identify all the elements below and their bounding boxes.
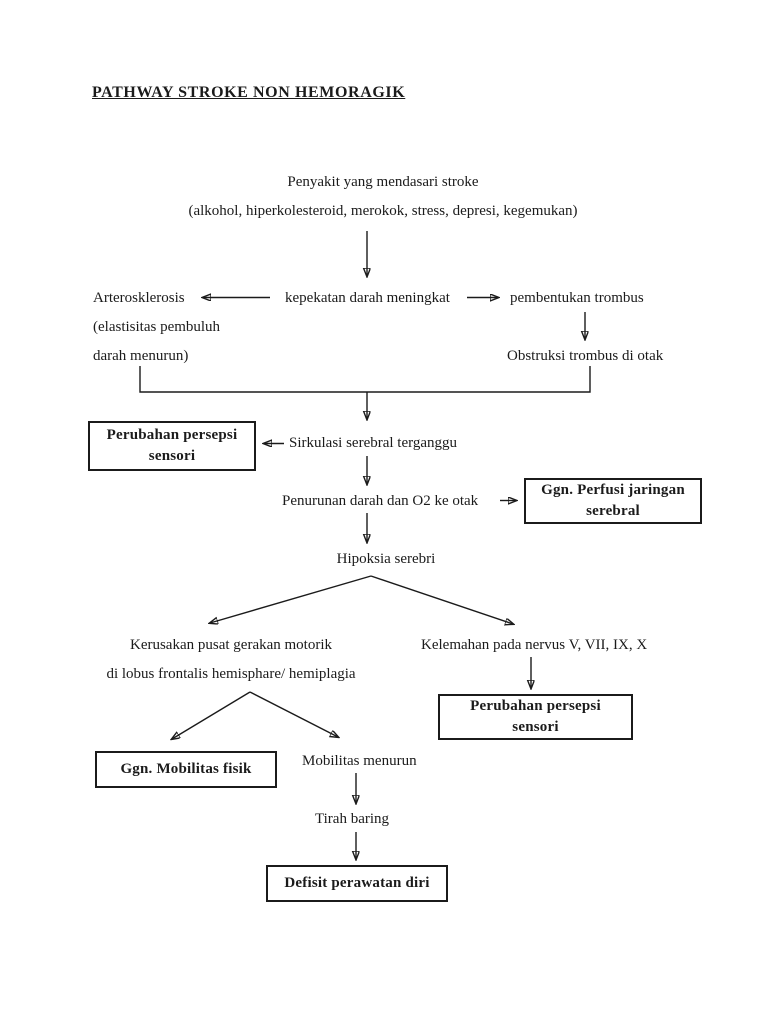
node-kerusakan-line2: di lobus frontalis hemisphare/ hemiplagi… — [106, 666, 356, 682]
node-arterosklerosis: Arterosklerosis (elastisitas pembuluh da… — [93, 284, 220, 371]
dx-box-perubahan-persepsi-2: Perubahan persepsi sensori — [438, 694, 633, 740]
arrow-kerusakan-to-mobilitas-fisik — [172, 691, 251, 739]
node-arterosklerosis-note1: (elastisitas pembuluh — [93, 319, 221, 335]
node-obstruksi-trombus: Obstruksi trombus di otak — [507, 348, 664, 364]
page-title: PATHWAY STROKE NON HEMORAGIK — [92, 84, 406, 101]
node-sirkulasi-terganggu: Sirkulasi serebral terganggu — [289, 435, 458, 451]
arrow-hipoksia-to-kelemahan — [370, 575, 513, 624]
node-kerusakan-motorik: Kerusakan pusat gerakan motorik di lobus… — [90, 631, 372, 689]
arrow-hipoksia-to-kerusakan — [210, 575, 372, 623]
node-arterosklerosis-label: Arterosklerosis — [93, 290, 185, 306]
node-penyakit-mendasari: Penyakit yang mendasari stroke (alkohol,… — [150, 168, 616, 226]
arrow-kerusakan-to-mobilitas-menurun — [249, 691, 338, 737]
node-penyakit-line1: Penyakit yang mendasari stroke — [287, 174, 479, 190]
node-kepekatan-darah: kepekatan darah meningkat — [285, 290, 450, 306]
dx-box-ggn-mobilitas: Ggn. Mobilitas fisik — [95, 751, 277, 788]
dx-box-defisit-perawatan: Defisit perawatan diri — [266, 865, 448, 902]
node-penyakit-line2: (alkohol, hiperkolesteroid, merokok, str… — [188, 203, 578, 219]
dx-box-ggn-perfusi: Ggn. Perfusi jaringan serebral — [524, 478, 702, 524]
dx-box-perubahan-persepsi-1: Perubahan persepsi sensori — [88, 421, 256, 471]
node-penurunan-o2: Penurunan darah dan O2 ke otak — [282, 493, 479, 509]
node-kelemahan-nervus: Kelemahan pada nervus V, VII, IX, X — [421, 637, 648, 653]
node-pembentukan-trombus: pembentukan trombus — [510, 290, 644, 306]
node-hipoksia-serebri: Hipoksia serebri — [336, 551, 436, 567]
node-tirah-baring: Tirah baring — [315, 811, 390, 827]
node-kerusakan-line1: Kerusakan pusat gerakan motorik — [129, 637, 333, 653]
node-mobilitas-menurun: Mobilitas menurun — [302, 753, 417, 769]
node-arterosklerosis-note2: darah menurun) — [93, 348, 189, 364]
